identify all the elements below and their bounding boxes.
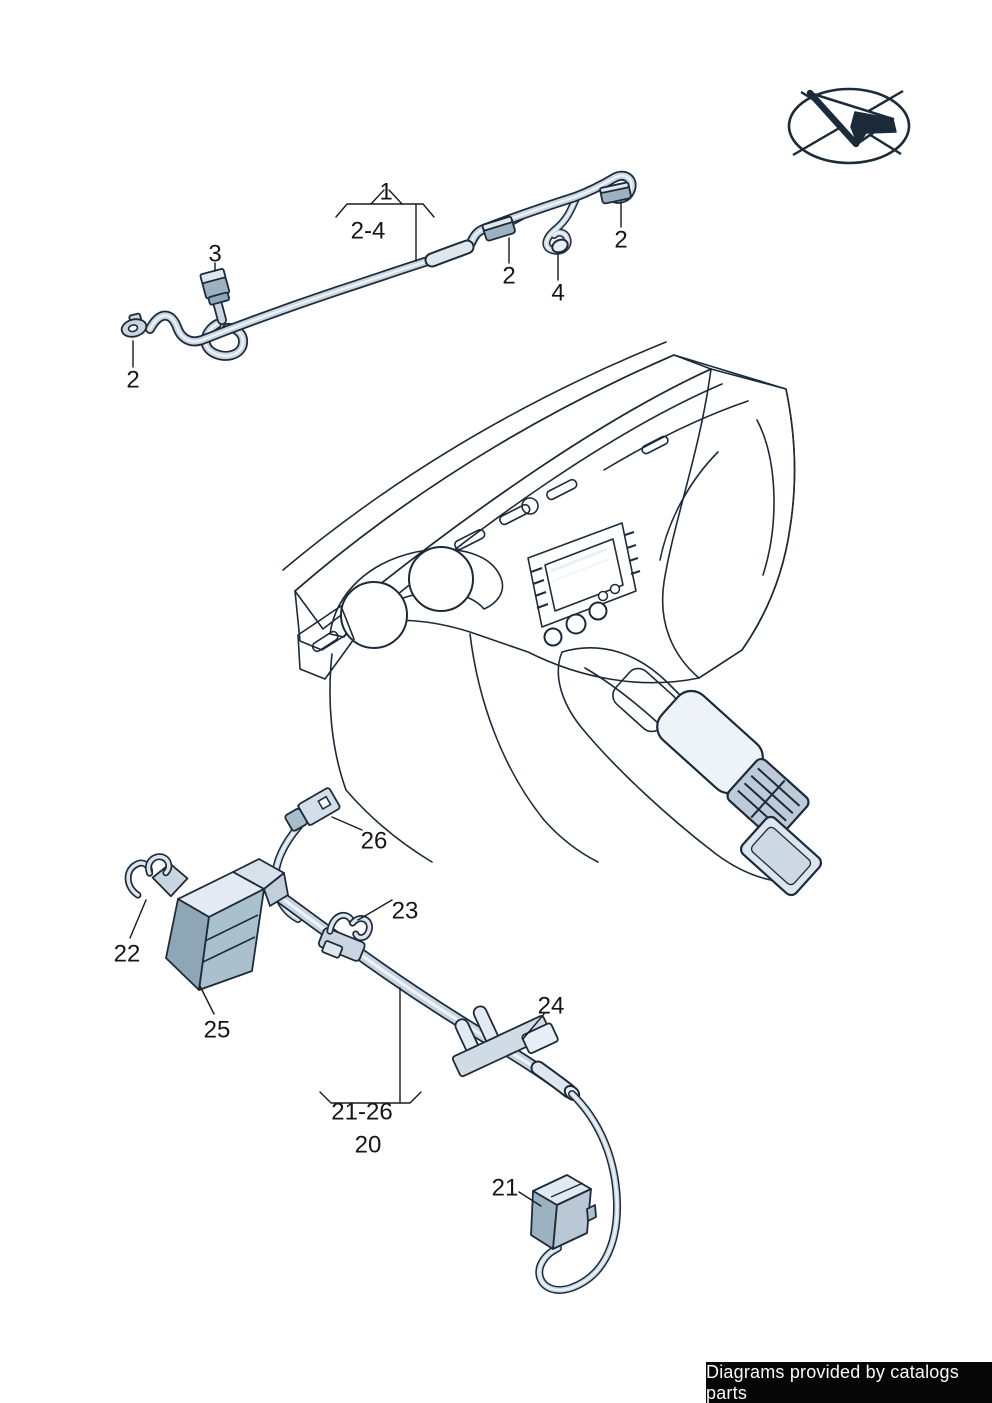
connector-3 (199, 268, 231, 306)
callout-label-3: 3 (208, 241, 221, 268)
connector-26 (284, 787, 341, 832)
paper-plane-icon (806, 89, 897, 148)
callout-label-24: 24 (538, 993, 565, 1020)
console-rear-panel (739, 815, 823, 897)
callout-label-2-4: 2-4 (351, 218, 386, 245)
climate-knob (543, 627, 563, 647)
callout-label-2-right: 2 (614, 227, 627, 254)
callout-labels: 1 2-4 2 3 2 4 2 26 22 25 23 24 21-26 20 … (114, 179, 628, 1202)
gauge-cutout (340, 581, 408, 649)
square-connector-21 (530, 1174, 597, 1250)
callout-label-2-left: 2 (126, 367, 139, 394)
callout-label-20: 20 (355, 1132, 382, 1159)
gauge-cutout (408, 546, 474, 612)
callout-label-21-26: 21-26 (331, 1099, 392, 1126)
infotainment-screen (544, 538, 624, 612)
saddle-clip-24 (451, 1005, 559, 1078)
group-bracket-bottom (319, 1091, 422, 1104)
callout-lines (129, 189, 622, 1207)
callout-label-2-mid: 2 (502, 263, 515, 290)
callout-label-23: 23 (392, 898, 419, 925)
footer-credit-text: Diagrams provided by catalogs parts (706, 1361, 959, 1403)
callout-label-21: 21 (492, 1175, 519, 1202)
spring-clip-22 (124, 853, 189, 899)
callout-label-25: 25 (204, 1017, 231, 1044)
callout-label-4: 4 (551, 280, 564, 307)
bottom-harness (124, 787, 617, 1290)
footer-credit-bar: Diagrams provided by catalogs parts (706, 1362, 992, 1403)
connector-2-mid (481, 215, 516, 242)
callout-label-26: 26 (361, 828, 388, 855)
climate-knob (565, 613, 587, 635)
callout-label-1: 1 (379, 179, 392, 206)
branch-wire-end (551, 238, 569, 254)
top-harness (120, 176, 632, 356)
block-connector-25 (165, 858, 289, 991)
rear-vent-grille (726, 757, 810, 841)
dashboard-illustration (282, 341, 823, 897)
callout-label-22: 22 (114, 941, 141, 968)
eyelet-terminal (120, 312, 148, 338)
climate-knob (588, 601, 608, 621)
group-bracket-top (335, 203, 435, 218)
brand-logo (787, 87, 911, 165)
connector-2-right (599, 181, 632, 205)
